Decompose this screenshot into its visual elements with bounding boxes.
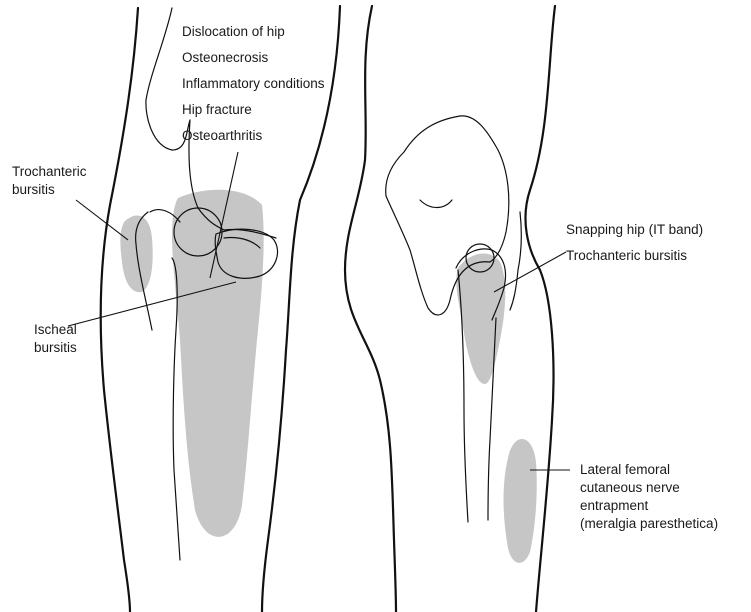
lateral-thigh-back-contour — [345, 6, 396, 612]
list-label-dislocation: Dislocation of hip — [182, 24, 285, 39]
lateral-pelvis-inner-contour — [420, 200, 452, 208]
anterior-thigh-inner-contour — [262, 6, 340, 612]
lateral-trochanteric-bursitis-label: Trochanteric bursitis — [566, 248, 687, 263]
list-label-hip-fracture: Hip fracture — [182, 102, 252, 117]
list-label-inflammatory: Inflammatory conditions — [182, 76, 325, 91]
lateral-femoral-label-line3: entrapment — [580, 498, 649, 513]
list-label-osteonecrosis: Osteonecrosis — [182, 50, 269, 65]
trochanteric-bursitis-label-line2: bursitis — [12, 182, 55, 197]
anterior-thigh-outer-contour — [101, 8, 138, 612]
lateral-femoral-label-line2: cutaneous nerve — [580, 480, 680, 495]
snapping-hip-label: Snapping hip (IT band) — [566, 222, 703, 237]
anterior-view: Dislocation of hip Osteonecrosis Inflamm… — [12, 6, 340, 612]
lateral-femoral-label-line1: Lateral femoral — [580, 462, 670, 477]
lateral-femoral-label-line4: (meralgia paresthetica) — [580, 516, 718, 531]
ischeal-bursitis-label-line2: bursitis — [34, 340, 77, 355]
lateral-femoral-nerve-pain-region — [504, 439, 537, 563]
lateral-it-band-line — [510, 212, 521, 310]
ischeal-bursitis-label-line1: Ischeal — [34, 322, 77, 337]
lateral-view: Snapping hip (IT band) Trochanteric burs… — [345, 6, 718, 612]
trochanteric-bursitis-label-line1: Trochanteric — [12, 164, 87, 179]
trochanteric-bursitis-leader-line — [76, 200, 128, 240]
list-label-osteoarthritis: Osteoarthritis — [182, 128, 263, 143]
